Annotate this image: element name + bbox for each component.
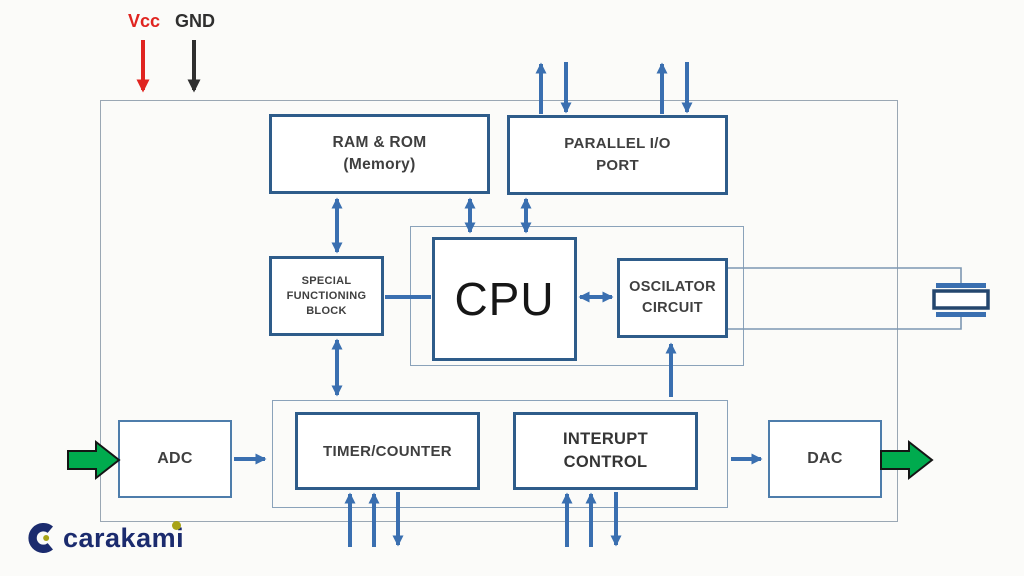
- cpu-block: CPU: [432, 237, 577, 361]
- crystal-plate-top: [936, 283, 986, 288]
- carakami-logo: carakami: [27, 520, 184, 556]
- dac-label: DAC: [807, 450, 843, 467]
- timer-counter-block: TIMER/COUNTER: [295, 412, 480, 490]
- ram-rom-label-line1: RAM & ROM: [332, 134, 427, 151]
- special-functioning-block: SPECIAL FUNCTIONING BLOCK: [269, 256, 384, 336]
- adc-block: ADC: [118, 420, 232, 498]
- ram-rom-block: RAM & ROM (Memory): [269, 114, 490, 194]
- gnd-label: GND: [175, 11, 215, 31]
- parallel-io-label-line2: PORT: [596, 157, 639, 174]
- sfb-label-line1: SPECIAL: [301, 274, 352, 287]
- adc-label: ADC: [157, 450, 193, 467]
- vcc-label: Vcc: [127, 11, 161, 31]
- cpu-label: CPU: [454, 273, 555, 325]
- oscillator-label-line1: OSCILATOR: [629, 279, 716, 295]
- interrupt-control-block: INTERUPT CONTROL: [513, 412, 698, 490]
- logo-i-dot-accent: [172, 521, 181, 530]
- chip-boundary: [100, 100, 898, 522]
- oscillator-circuit-block: OSCILATOR CIRCUIT: [617, 258, 728, 338]
- parallel-io-label-line1: PARALLEL I/O: [564, 135, 671, 152]
- sfb-label-line2: FUNCTIONING: [286, 289, 367, 302]
- parallel-io-port-block: PARALLEL I/O PORT: [507, 115, 728, 195]
- peripheral-cluster-outline: [272, 400, 728, 508]
- sfb-label-line3: BLOCK: [306, 304, 347, 317]
- interrupt-label-line2: CONTROL: [563, 453, 648, 471]
- timer-counter-label: TIMER/COUNTER: [323, 442, 452, 460]
- ram-rom-label-line2: (Memory): [343, 156, 416, 173]
- interrupt-label-line1: INTERUPT: [563, 430, 648, 448]
- crystal-plate-bottom: [936, 312, 986, 317]
- crystal-body: [932, 289, 990, 310]
- dac-block: DAC: [768, 420, 882, 498]
- carakami-logo-icon: [28, 523, 53, 553]
- logo-text: carakami: [63, 522, 185, 553]
- oscillator-label-line2: CIRCUIT: [642, 300, 703, 316]
